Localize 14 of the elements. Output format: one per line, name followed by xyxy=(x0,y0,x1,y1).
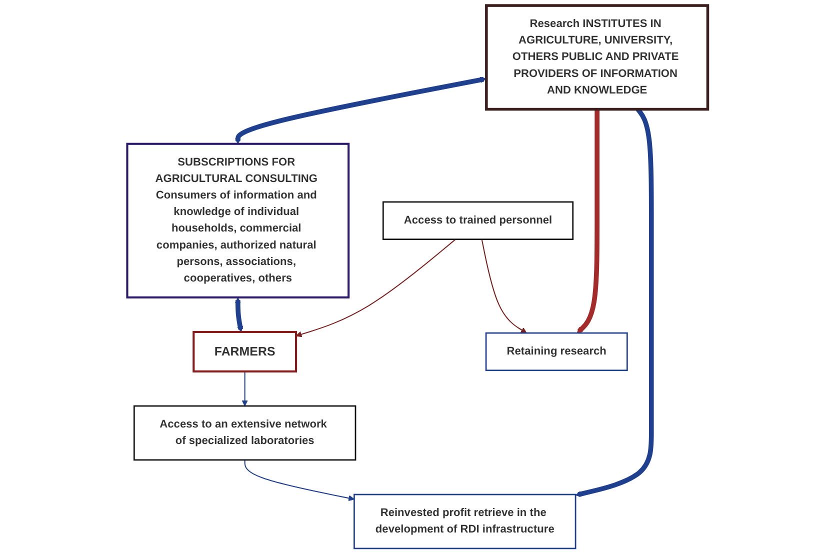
node-box: Access to an extensive network of specialized laboratories xyxy=(133,405,356,461)
arrow xyxy=(576,109,600,334)
node-box: FARMERS xyxy=(192,330,298,372)
node-box: Research INSTITUTES IN AGRICULTURE, UNIVERSITY, OTHERS PUBLIC AND PRIVATE PROVIDERS OF INFORMATION AND KNOWLEDGE xyxy=(485,4,710,111)
arrow xyxy=(244,460,354,502)
arrow xyxy=(242,371,248,406)
node-box: SUBSCRIPTIONS FOR AGRICULTURAL CONSULTING Consumers of information and knowledge of individual households, commercial companies, authorized natural persons, associations, cooperatives, others xyxy=(126,142,350,298)
arrow xyxy=(234,76,486,144)
arrow xyxy=(296,238,456,338)
arrow xyxy=(481,239,527,334)
node-box: Reinvested profit retrieve in the development of RDI infrastructure xyxy=(354,494,576,550)
arrow xyxy=(234,297,244,332)
node-box: Access to trained personnel xyxy=(382,201,574,240)
node-box: Retaining research xyxy=(485,332,628,372)
